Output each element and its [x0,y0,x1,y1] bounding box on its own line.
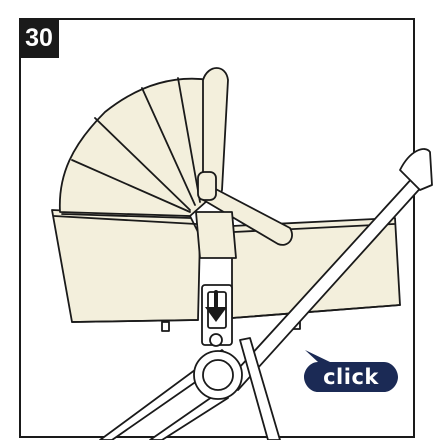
hub-inner [202,359,234,391]
canopy-rib-3 [141,87,196,206]
step-number-badge: 30 [19,18,59,58]
hub-pin-top [209,333,223,347]
center-connector [195,211,237,259]
down-arrow-icon [205,290,227,322]
canopy-rib-4 [177,77,201,203]
handle-arm [199,184,293,246]
click-callout-text: click [323,365,379,389]
front-leg-tube [239,337,281,440]
canopy-edge [61,213,191,219]
lower-tube [149,389,229,440]
carrycot-body-left [51,209,201,323]
body-seam-left [53,215,197,225]
canopy-rib-2 [94,117,191,211]
body-bottom-line [71,304,401,323]
push-handle [399,148,433,191]
foot-left [161,321,170,332]
speech-bubble-icon [304,350,398,392]
canopy-hood [58,77,211,217]
canopy-rib-1 [71,159,191,213]
handle-hinge [197,171,217,201]
